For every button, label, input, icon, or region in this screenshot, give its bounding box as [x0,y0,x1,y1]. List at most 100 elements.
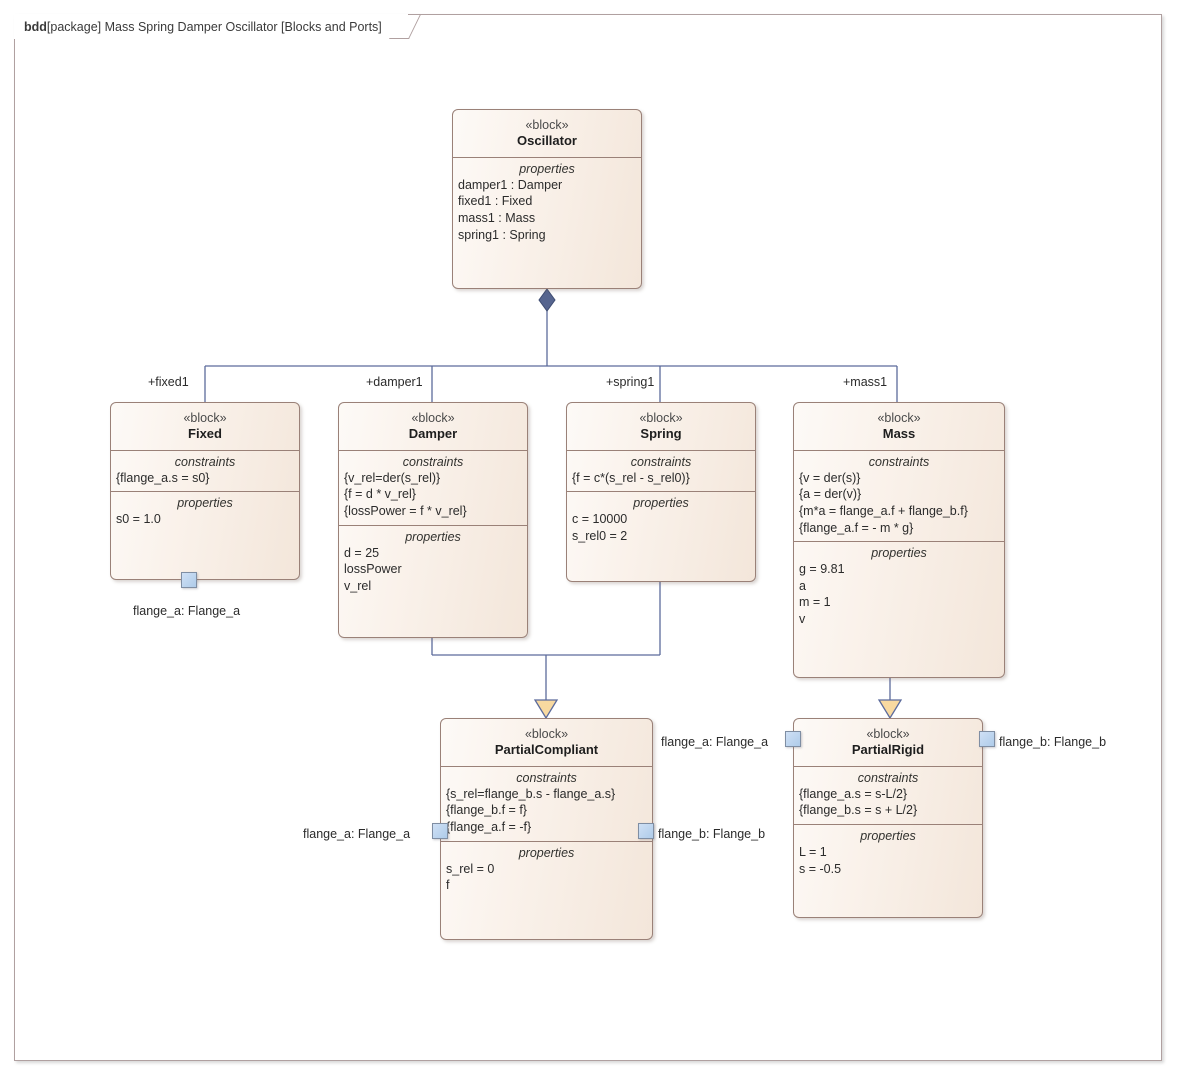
block-partialrigid-name: PartialRigid [851,742,925,757]
block-partialcompliant-name: PartialCompliant [494,742,599,757]
generalization-arrow-partialcompliant [533,699,559,720]
block-mass-header: «block» Mass [794,403,1004,451]
block-damper-stereotype: «block» [411,411,455,425]
block-fixed-stereotype: «block» [183,411,227,425]
block-oscillator[interactable]: «block» Oscillator properties damper1 : … [452,109,642,289]
constraint-item: {a = der(v)} [799,487,862,502]
block-oscillator-stereotype: «block» [525,118,569,132]
constraints-title: constraints [402,454,464,469]
block-oscillator-header: «block» Oscillator [453,110,641,158]
property-item: a [799,578,806,593]
block-spring-constraints-compartment: constraints {f = c*(s_rel - s_rel0)} [567,451,755,493]
block-spring-stereotype: «block» [639,411,683,425]
association-end-mass1: +mass1 [843,375,888,389]
block-oscillator-properties-compartment: properties damper1 : Damper fixed1 : Fix… [453,158,641,249]
property-item: s_rel0 = 2 [572,528,628,543]
constraint-item: {v = der(s)} [799,470,861,485]
constraints-title: constraints [630,454,692,469]
block-partialcompliant-header: «block» PartialCompliant [441,719,652,767]
constraint-item: {flange_b.f = f} [446,803,527,818]
constraint-item: {flange_b.s = s + L/2} [799,803,918,818]
block-partialrigid-stereotype: «block» [866,727,910,741]
property-item: fixed1 : Fixed [458,194,533,209]
property-item: s_rel = 0 [446,861,495,876]
generalization-arrow-partialrigid [877,699,903,720]
port-partialcompliant-flange-a[interactable] [432,823,448,839]
properties-title: properties [405,529,461,544]
property-item: v_rel [344,578,372,593]
block-damper[interactable]: «block» Damper constraints {v_rel=der(s_… [338,402,528,638]
port-partialcompliant-flange-b[interactable] [638,823,654,839]
block-partialcompliant-properties-compartment: properties s_rel = 0 f [441,842,652,899]
block-partialcompliant[interactable]: «block» PartialCompliant constraints {s_… [440,718,653,940]
constraints-title: constraints [516,770,577,785]
properties-title: properties [633,496,689,511]
constraint-item: {lossPower = f * v_rel} [344,503,467,518]
constraints-title: constraints [868,454,930,469]
constraint-item: {v_rel=der(s_rel)} [344,470,441,485]
diagram-kind-label: bdd [24,19,47,34]
block-partialrigid-constraints-compartment: constraints {flange_a.s = s-L/2} {flange… [794,767,982,825]
property-item: s0 = 1.0 [116,512,161,527]
constraint-item: {f = d * v_rel} [344,487,416,502]
port-partialrigid-flange-a[interactable] [785,731,801,747]
block-damper-header: «block» Damper [339,403,527,451]
block-damper-name: Damper [408,426,458,441]
block-partialrigid[interactable]: «block» PartialRigid constraints {flange… [793,718,983,918]
block-spring[interactable]: «block» Spring constraints {f = c*(s_rel… [566,402,756,582]
diagram-header-label: [package] Mass Spring Damper Oscillator … [46,19,382,34]
association-end-damper1: +damper1 [366,375,423,389]
block-fixed-name: Fixed [188,426,222,441]
port-label-partialcompliant-flange-a: flange_a: Flange_a [303,827,411,841]
diagram-frame-tab: bdd[package] Mass Spring Damper Oscillat… [14,14,408,39]
port-partialrigid-flange-b[interactable] [979,731,995,747]
port-label-partialrigid-flange-a: flange_a: Flange_a [661,735,769,749]
block-spring-header: «block» Spring [567,403,755,451]
constraint-item: {m*a = flange_a.f + flange_b.f} [799,503,968,518]
block-mass-properties-compartment: properties g = 9.81 a m = 1 v [794,542,1004,633]
composition-diamond [538,288,556,312]
property-item: lossPower [344,562,402,577]
constraint-item: {flange_a.s = s0} [116,470,210,485]
port-label-fixed-flange-a: flange_a: Flange_a [133,604,241,618]
port-fixed-flange-a[interactable] [181,572,197,588]
block-spring-properties-compartment: properties c = 10000 s_rel0 = 2 [567,492,755,549]
block-fixed-header: «block» Fixed [111,403,299,451]
block-fixed-properties-compartment: properties s0 = 1.0 [111,492,299,533]
property-item: m = 1 [799,595,831,610]
property-item: mass1 : Mass [458,210,536,225]
property-item: v [799,612,806,626]
property-item: c = 10000 [572,512,628,527]
block-partialrigid-properties-compartment: properties L = 1 s = -0.5 [794,825,982,882]
property-item: d = 25 [344,545,380,560]
properties-title: properties [177,496,233,511]
property-item: spring1 : Spring [458,227,546,242]
properties-title: properties [519,161,575,176]
constraints-title: constraints [174,454,236,469]
property-item: L = 1 [799,844,827,859]
port-label-partialrigid-flange-b: flange_b: Flange_b [999,735,1107,749]
block-fixed[interactable]: «block» Fixed constraints {flange_a.s = … [110,402,300,580]
block-partialcompliant-stereotype: «block» [524,727,569,741]
properties-title: properties [871,546,927,561]
properties-title: properties [518,845,575,860]
constraint-item: {flange_a.s = s-L/2} [799,786,908,801]
association-end-fixed1: +fixed1 [148,375,189,389]
constraints-title: constraints [857,770,919,785]
block-partialcompliant-constraints-compartment: constraints {s_rel=flange_b.s - flange_a… [441,767,652,842]
block-mass-constraints-compartment: constraints {v = der(s)} {a = der(v)} {m… [794,451,1004,543]
block-partialrigid-header: «block» PartialRigid [794,719,982,767]
block-damper-constraints-compartment: constraints {v_rel=der(s_rel)} {f = d * … [339,451,527,526]
properties-title: properties [860,828,916,843]
constraint-item: {f = c*(s_rel - s_rel0)} [572,470,690,485]
block-mass[interactable]: «block» Mass constraints {v = der(s)} {a… [793,402,1005,678]
port-label-partialcompliant-flange-b: flange_b: Flange_b [658,827,766,841]
constraint-item: {flange_a.f = -f} [446,819,532,834]
block-fixed-constraints-compartment: constraints {flange_a.s = s0} [111,451,299,493]
property-item: f [446,878,450,893]
property-item: damper1 : Damper [458,177,563,192]
association-end-spring1: +spring1 [606,375,655,389]
property-item: g = 9.81 [799,562,845,577]
